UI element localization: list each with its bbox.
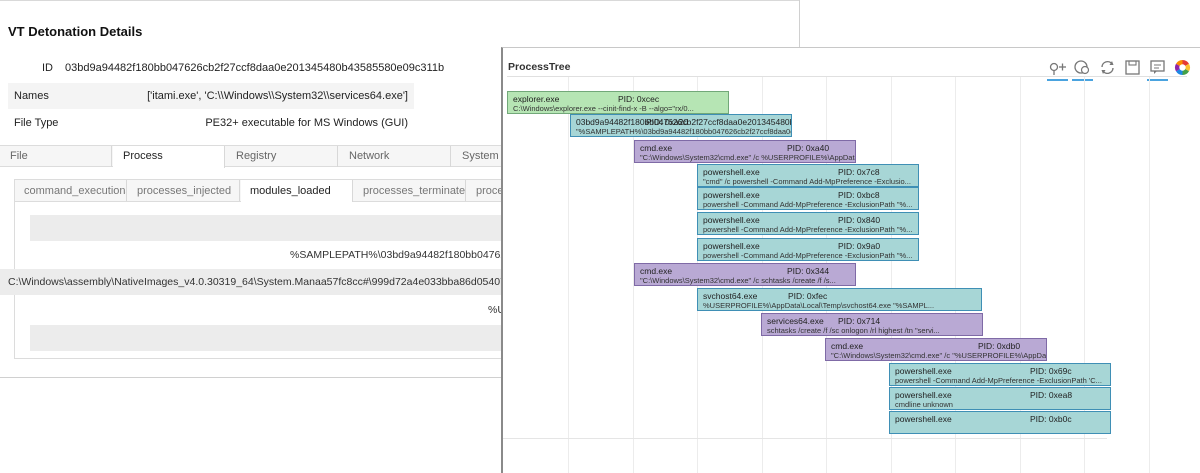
- process-pid: PID: 0x9a0: [838, 241, 881, 251]
- tree-bottom-rule: [503, 438, 1107, 439]
- grid-line: [633, 77, 634, 473]
- process-cmdline: "C:\Windows\System32\cmd.exe" /c schtask…: [640, 276, 836, 285]
- process-node[interactable]: cmd.exe PID: 0xa40"C:\Windows\System32\cm…: [634, 140, 856, 163]
- process-cmdline: powershell -Command Add-MpPreference -Ex…: [703, 200, 913, 209]
- process-pid: PID: 0xfec: [788, 291, 828, 301]
- grid-line: [891, 77, 892, 473]
- tab-process[interactable]: Process: [113, 146, 225, 168]
- process-cmdline: cmdline unknown: [895, 400, 953, 409]
- process-node[interactable]: powershell.exe PID: 0xb0c: [889, 411, 1111, 434]
- process-tree-panel: ProcessTree: [501, 47, 1200, 473]
- process-name: powershell.exe: [703, 167, 760, 177]
- process-cmdline: powershell -Command Add-MpPreference -Ex…: [703, 225, 913, 234]
- save-icon[interactable]: [1123, 58, 1142, 77]
- zoom-reset-icon[interactable]: [1072, 58, 1093, 81]
- timeline-axis: [507, 76, 1187, 77]
- subtab-processes-terminated[interactable]: processes_terminated: [354, 180, 466, 201]
- names-value: ['itami.exe', 'C:\\Windows\\System32\\se…: [147, 90, 408, 102]
- comment-icon[interactable]: [1147, 58, 1168, 81]
- list-item: %USERPROFILE%\AppData\Local\Temp\svchost…: [30, 297, 530, 323]
- zoom-in-icon[interactable]: [1047, 58, 1068, 81]
- process-name: powershell.exe: [703, 241, 760, 251]
- process-name: cmd.exe: [831, 341, 864, 351]
- process-pid: PID: 0xea8: [1030, 390, 1073, 400]
- process-cmdline: "C:\Windows\System32\cmd.exe" /c %USERPR…: [640, 153, 856, 162]
- process-name: services64.exe: [767, 316, 824, 326]
- process-cmdline: %USERPROFILE%\AppData\Local\Temp\svchost…: [703, 301, 935, 310]
- list-item: %SAMPLEPATH%\03bd9a94482f180bb047626cb2f…: [30, 242, 530, 268]
- process-name: explorer.exe: [513, 94, 560, 104]
- process-name: 03bd9a94482f180bb047626cb2f27ccf8daa0e20…: [576, 117, 791, 127]
- process-name: powershell.exe: [703, 215, 760, 225]
- process-name: cmd.exe: [640, 143, 673, 153]
- process-cmdline: powershell -Command Add-MpPreference -Ex…: [895, 376, 1102, 385]
- process-node[interactable]: 03bd9a94482f180bb047626cb2f27ccf8daa0e20…: [570, 114, 792, 137]
- process-node[interactable]: cmd.exe PID: 0x344"C:\Windows\System32\cm…: [634, 263, 856, 286]
- process-name: powershell.exe: [895, 414, 952, 424]
- list-item: C:\Windows\assembly\NativeImages_v4.0.30…: [0, 269, 515, 295]
- process-name: svchost64.exe: [703, 291, 758, 301]
- grid-line: [568, 77, 569, 473]
- grid-line: [1020, 77, 1021, 473]
- list-item: [30, 215, 530, 241]
- process-tree-toolbar: [1047, 56, 1192, 81]
- grid-line: [955, 77, 956, 473]
- process-pid: PID: 0xbc8: [838, 190, 880, 200]
- process-pid: PID: 0x840: [838, 215, 881, 225]
- process-name: cmd.exe: [640, 266, 673, 276]
- subtab-modules-loaded[interactable]: modules_loaded: [241, 180, 353, 202]
- id-label: ID: [42, 62, 53, 74]
- process-cmdline: "cmd" /c powershell -Command Add-MpPrefe…: [703, 177, 911, 186]
- id-row: ID 03bd9a94482f180bb047626cb2f27ccf8daa0…: [8, 55, 444, 81]
- process-name: powershell.exe: [895, 390, 952, 400]
- process-pid: PID: 0x344: [787, 266, 830, 276]
- names-row: Names ['itami.exe', 'C:\\Windows\\System…: [8, 83, 414, 109]
- process-pid: PID: 0xa20: [646, 117, 689, 127]
- palette-icon[interactable]: [1173, 58, 1192, 77]
- module-path: %SAMPLEPATH%\03bd9a94482f180bb047626cb2f…: [290, 249, 530, 261]
- process-pid: PID: 0xdb0: [978, 341, 1021, 351]
- page-title: VT Detonation Details: [8, 24, 143, 39]
- tab-registry[interactable]: Registry: [226, 146, 338, 167]
- process-cmdline: powershell -Command Add-MpPreference -Ex…: [703, 251, 913, 260]
- filetype-value: PE32+ executable for MS Windows (GUI): [205, 117, 408, 129]
- process-name: powershell.exe: [703, 190, 760, 200]
- process-cmdline: "C:\Windows\System32\cmd.exe" /c "%USERP…: [831, 351, 1047, 360]
- subtab-command-executions[interactable]: command_executions: [15, 180, 127, 201]
- process-node[interactable]: svchost64.exe PID: 0xfec%USERPROFILE%\App…: [697, 288, 982, 311]
- process-pid: PID: 0x7c8: [838, 167, 880, 177]
- process-pid: PID: 0xb0c: [1030, 414, 1072, 424]
- process-cmdline: schtasks /create /f /sc onlogon /rl high…: [767, 326, 940, 335]
- process-name: powershell.exe: [895, 366, 952, 376]
- grid-line: [1084, 77, 1085, 473]
- process-pid: PID: 0xcec: [618, 94, 660, 104]
- tab-network[interactable]: Network: [339, 146, 451, 167]
- grid-line: [1149, 77, 1150, 473]
- names-label: Names: [14, 90, 49, 102]
- module-path: C:\Windows\assembly\NativeImages_v4.0.30…: [8, 276, 515, 288]
- subtab-processes-injected[interactable]: processes_injected: [128, 180, 240, 201]
- process-cmdline: "%SAMPLEPATH%\03bd9a94482f180bb047626cb2…: [576, 127, 792, 136]
- process-node[interactable]: cmd.exe PID: 0xdb0"C:\Windows\System32\cm…: [825, 338, 1047, 361]
- list-item: [30, 325, 530, 351]
- process-tree-title: ProcessTree: [508, 61, 571, 73]
- id-value: 03bd9a94482f180bb047626cb2f27ccf8daa0e20…: [65, 62, 445, 74]
- process-pid: PID: 0xa40: [787, 143, 830, 153]
- process-node[interactable]: powershell.exe PID: 0x7c8"cmd" /c powersh…: [697, 164, 919, 187]
- process-node[interactable]: powershell.exe PID: 0xea8 cmdline unknown: [889, 387, 1111, 410]
- top-divider: [0, 0, 799, 1]
- filetype-row: File Type PE32+ executable for MS Window…: [8, 110, 414, 136]
- tab-file[interactable]: File: [0, 146, 112, 167]
- process-cmdline: C:\Windows\explorer.exe --cinit-find-x -…: [513, 104, 694, 113]
- filetype-label: File Type: [14, 117, 59, 129]
- process-pid: PID: 0x69c: [1030, 366, 1072, 376]
- refresh-icon[interactable]: [1098, 58, 1117, 77]
- process-pid: PID: 0x714: [838, 316, 881, 326]
